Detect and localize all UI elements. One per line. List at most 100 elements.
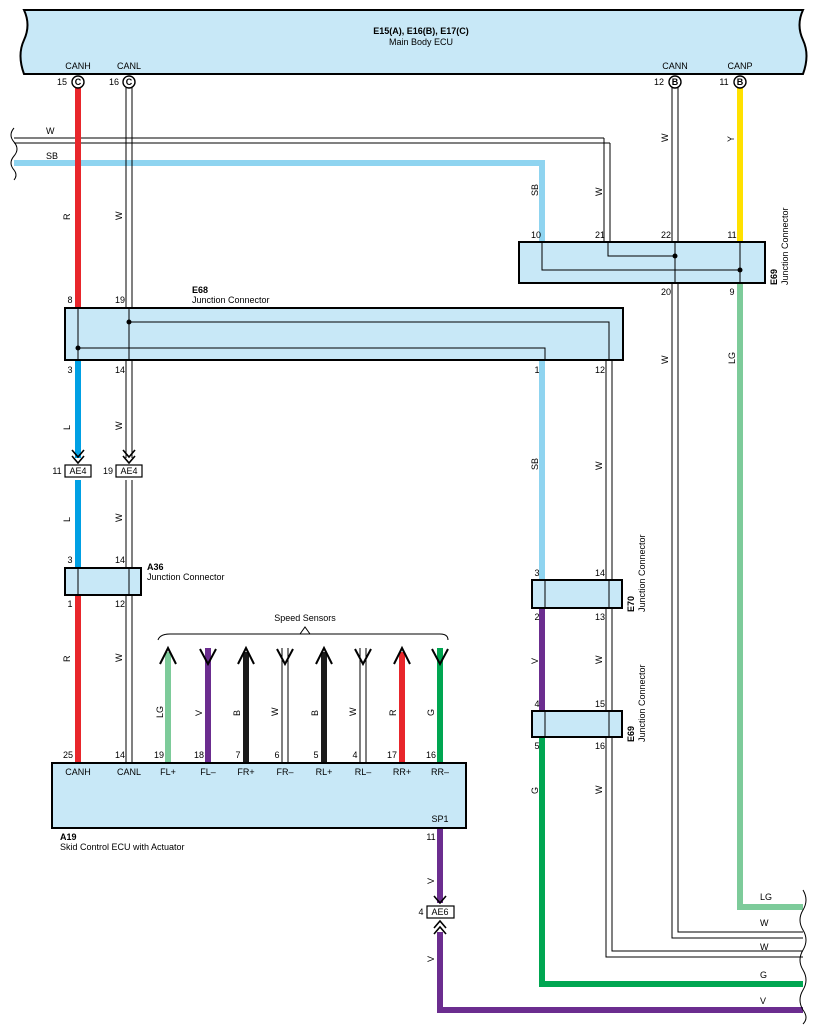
label-v-mid: V [530,658,540,664]
e69-top-pin-9: 9 [729,287,734,297]
e69-top-box [518,241,766,284]
e68-pin-1: 1 [534,365,539,375]
arrow-down-rr-minus [431,648,449,667]
wire-g-low [539,737,803,987]
label-w2: W [114,513,124,522]
e69-top-splice-1 [672,253,678,259]
label-w-mid2: W [594,655,604,664]
e70-pin-2: 2 [534,612,539,622]
label-canp-top: Y [726,136,736,142]
a19-name: Skid Control ECU with Actuator [60,842,185,852]
label-fl-minus: V [194,710,204,716]
wire-e69-9-lg [737,283,803,910]
e70-pin-13: 13 [595,612,605,622]
e68-pin-8: 8 [67,295,72,305]
main-pin-11-circle [733,75,747,89]
wire-e69-20-a [671,283,803,939]
label-right-g: G [760,970,767,980]
speed-sensors-label: Speed Sensors [274,613,336,623]
arrow-up-fr-plus [237,645,255,665]
ae4-pin-11: 11 [52,466,61,476]
ae6-box [426,905,455,919]
e69-mid-name: Junction Connector [637,664,647,742]
main-pin-12-conn: B [672,77,679,87]
a19-id: A19 [60,832,77,842]
a19-pin-num-17: 17 [387,750,397,760]
label-l2: L [62,517,72,522]
main-pin-15-circle [71,75,85,89]
e69-top-internal-2 [607,242,675,257]
main-body-ecu-name: Main Body ECU [389,37,453,47]
ae6-chevron-top [433,895,447,905]
label-w1: W [114,421,124,430]
ae4-chevron-2 [122,449,136,465]
label-canl-top: W [114,211,124,220]
main-pin-num-16: 16 [109,77,119,87]
label-right-v: V [760,996,766,1006]
e69-top-internal-1 [541,242,741,271]
a19-pin-label-rl-minus: RL– [355,767,372,777]
e69-top-pin-21: 21 [595,230,605,240]
arrow-down-rl-minus [354,648,372,667]
label-sb-mid: SB [530,458,540,470]
label-l1: L [62,425,72,430]
e68-splice-2 [126,319,132,325]
e69-top-name: Junction Connector [780,207,790,285]
e68-box [64,307,624,361]
a19-pin-label-fr-minus: FR– [276,767,293,777]
ae4-box-2 [115,464,143,478]
e69-top-id: E69 [769,269,779,285]
main-pin-num-12: 12 [654,77,664,87]
ae4-id-2: AE4 [120,466,137,476]
a19-sp1-label: SP1 [431,814,448,824]
arrow-up-rl-plus [315,645,333,665]
label-fr-plus: B [232,710,242,716]
arrow-up-fl-plus [159,645,177,665]
label-g-low: G [530,787,540,794]
e68-pin-14: 14 [115,365,125,375]
ae4-pin-19: 19 [103,466,113,476]
main-body-ecu-box [19,9,808,75]
a19-pin-num-18: 18 [194,750,204,760]
speed-sensors-bracket [157,633,449,641]
e69-mid-pin-15: 15 [595,699,605,709]
arrow-down-fr-minus [276,648,294,667]
label-right-w2: W [760,942,769,952]
a36-name: Junction Connector [147,572,225,582]
label-v-sp1b: V [426,956,436,962]
label-left-sb: SB [46,151,58,161]
pin-label-cann: CANN [662,61,688,71]
label-v-sp1: V [426,878,436,884]
main-pin-num-15: 15 [57,77,67,87]
wire-e69-20-b [677,283,803,933]
a19-pin-num-6: 6 [274,750,279,760]
a19-pin-num-25: 25 [63,750,73,760]
label-sb-top: SB [530,184,540,196]
e69-top-pin-10: 10 [531,230,541,240]
label-rl-plus: B [310,710,320,716]
pin-label-canp: CANP [727,61,752,71]
ae6-chevron-bottom [433,919,447,935]
label-w21: W [594,187,604,196]
e68-pin-3: 3 [67,365,72,375]
a19-pin-num-4: 4 [352,750,357,760]
label-w-mid: W [594,461,604,470]
a19-pin-label-canh: CANH [65,767,91,777]
wire-w-low-a [605,737,803,958]
label-fl-plus: LG [155,706,165,718]
e68-id: E68 [192,285,208,295]
label-cann-top: W [660,133,670,142]
label-rr-minus: G [426,709,436,716]
e70-pin-3: 3 [534,568,539,578]
a19-pin-label-fl-minus: FL– [200,767,216,777]
a19-box [51,762,467,829]
e68-internal-2 [78,347,546,360]
e68-splice-1 [75,345,81,351]
label-fr-minus: W [270,707,280,716]
label-left-w: W [46,126,55,136]
speed-sensors-bracket-tip [299,626,311,635]
e68-pin-12: 12 [595,365,605,375]
e70-id: E70 [626,596,636,612]
a36-pin-14: 14 [115,555,125,565]
